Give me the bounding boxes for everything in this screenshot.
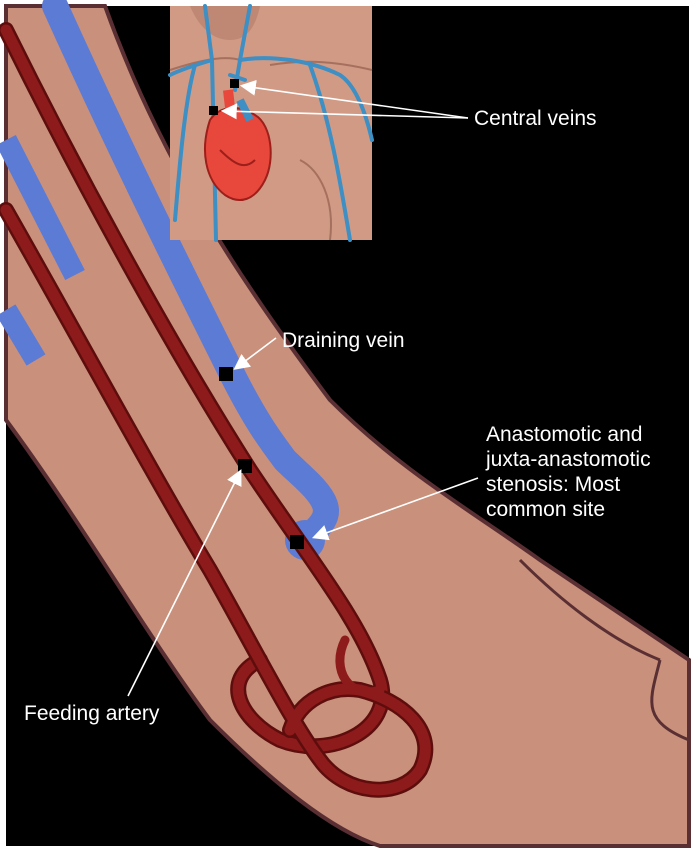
chest-inset bbox=[170, 6, 372, 240]
anastomotic-label-line-2: juxta-anastomotic bbox=[486, 447, 651, 472]
central-veins-label: Central veins bbox=[474, 106, 597, 131]
central-vein-marker-1 bbox=[230, 79, 239, 88]
feeding-artery-label: Feeding artery bbox=[24, 701, 159, 726]
anastomotic-label-line-1: Anastomotic and bbox=[486, 422, 651, 447]
aorta bbox=[228, 90, 232, 125]
anastomotic-label-line-3: stenosis: Most bbox=[486, 472, 651, 497]
chest-skin bbox=[170, 6, 372, 240]
central-vein-marker-2 bbox=[209, 106, 218, 115]
feeding-artery-marker bbox=[238, 459, 252, 473]
draining-vein-marker bbox=[219, 367, 233, 381]
anastomotic-stenosis-label: Anastomotic and juxta-anastomotic stenos… bbox=[486, 422, 651, 522]
draining-vein-label: Draining vein bbox=[282, 328, 405, 353]
heart-body bbox=[205, 108, 271, 200]
anastomotic-label-line-4: common site bbox=[486, 497, 651, 522]
anastomosis-marker bbox=[290, 535, 304, 549]
